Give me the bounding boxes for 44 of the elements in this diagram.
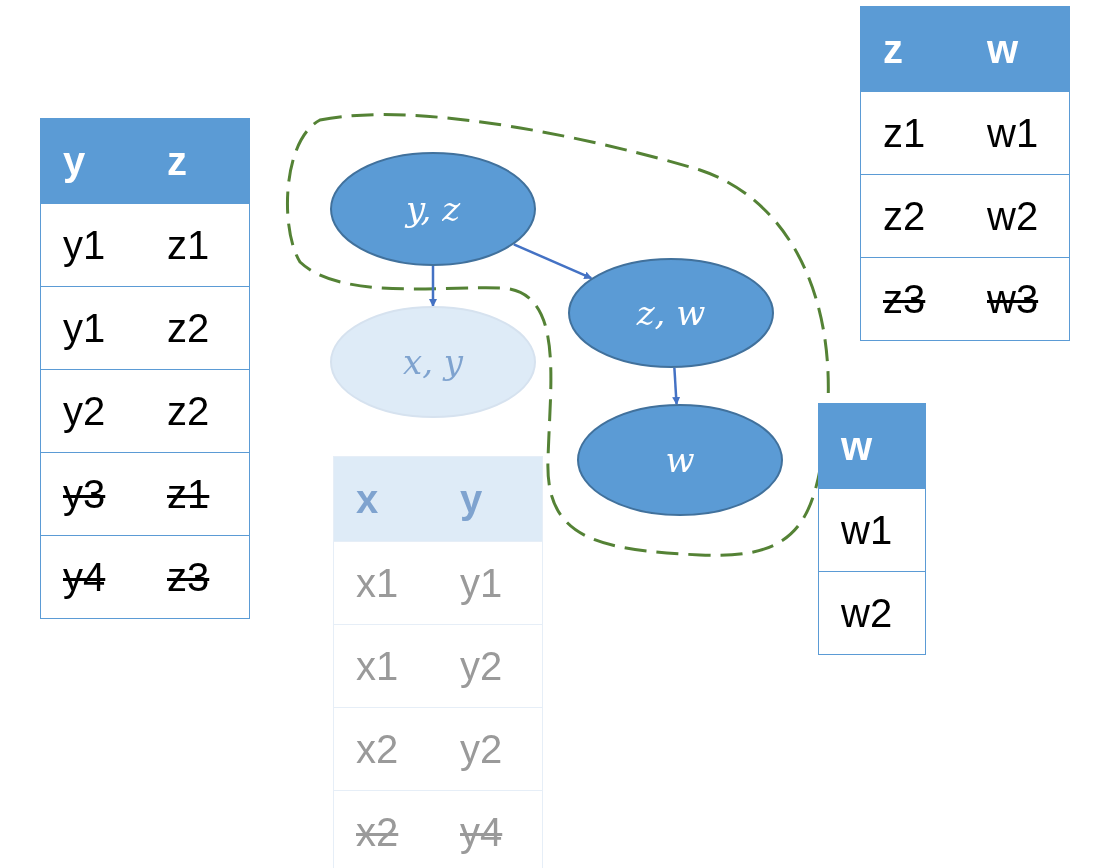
- table-cell: y2: [41, 369, 145, 452]
- table-cell: x1: [334, 541, 438, 624]
- table-cell: y4: [438, 790, 542, 868]
- table-cell: w1: [819, 488, 925, 571]
- table-header-cell: z: [145, 119, 249, 203]
- node-ellipse: [330, 152, 536, 266]
- arrow: [429, 266, 437, 307]
- table-cell: x2: [334, 707, 438, 790]
- table-header-cell: y: [41, 119, 145, 203]
- table-cell: y4: [41, 535, 145, 618]
- table-header-cell: z: [861, 7, 965, 91]
- table-cell: y2: [438, 624, 542, 707]
- table-cell: z3: [861, 257, 965, 340]
- table-cell: z1: [145, 452, 249, 535]
- table-header-cell: w: [819, 404, 925, 488]
- table-cell: w1: [965, 91, 1069, 174]
- node-label: y, z: [405, 189, 461, 229]
- table-cell: y1: [438, 541, 542, 624]
- node-label: z, w: [636, 293, 706, 333]
- table-cell: x1: [334, 624, 438, 707]
- table-cell: y3: [41, 452, 145, 535]
- node-label: x, y: [403, 342, 463, 382]
- arrow: [513, 243, 593, 280]
- table-cell: y2: [438, 707, 542, 790]
- table-cell: w2: [965, 174, 1069, 257]
- table-cell: z2: [145, 286, 249, 369]
- table-header-cell: y: [438, 457, 542, 541]
- table-cell: z1: [145, 203, 249, 286]
- node-ellipse: [568, 258, 774, 368]
- table-cell: y1: [41, 286, 145, 369]
- node-ellipse: [577, 404, 783, 516]
- table-cell: z2: [861, 174, 965, 257]
- table-cell: z1: [861, 91, 965, 174]
- table-header-cell: w: [965, 7, 1069, 91]
- node-ellipse: [330, 306, 536, 418]
- table-cell: z2: [145, 369, 249, 452]
- table-cell: x2: [334, 790, 438, 868]
- node-label: w: [665, 440, 695, 480]
- table-cell: w2: [819, 571, 925, 654]
- table-cell: y1: [41, 203, 145, 286]
- table-cell: w3: [965, 257, 1069, 340]
- table-cell: z3: [145, 535, 249, 618]
- table-header-cell: x: [334, 457, 438, 541]
- arrow: [672, 367, 681, 406]
